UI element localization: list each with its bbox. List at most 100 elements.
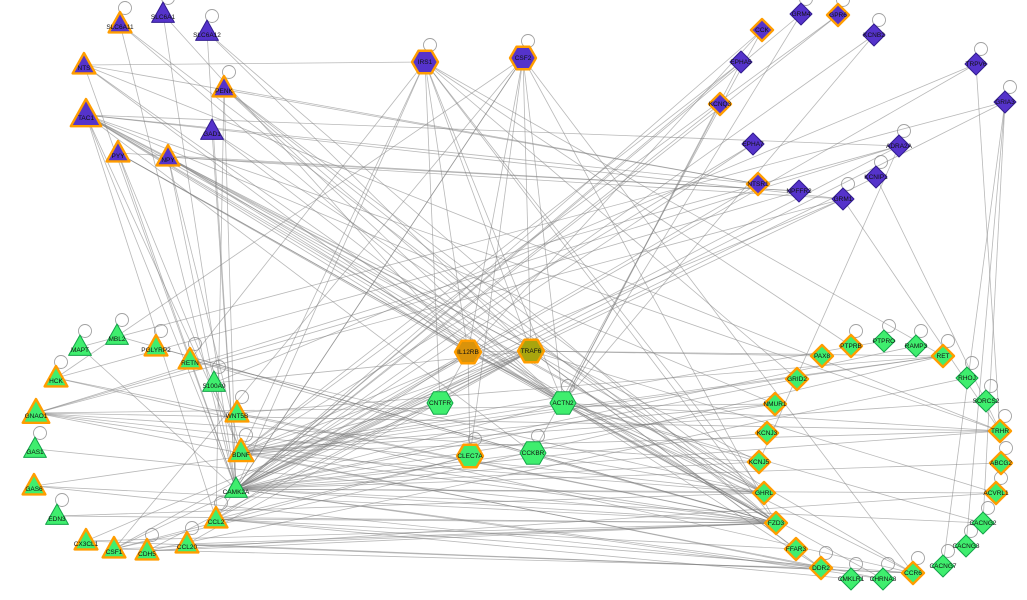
node-cdh5[interactable]: CDH5 xyxy=(134,528,160,561)
node-wnt5b[interactable]: WNT5B xyxy=(224,390,250,423)
node-kcnb2[interactable]: KCNB2 xyxy=(862,13,886,47)
node-acvrl1[interactable]: ACVRL1 xyxy=(983,471,1009,506)
node-traf6[interactable]: TRAF6 xyxy=(516,338,546,364)
node-ret[interactable]: RET xyxy=(930,334,956,369)
node-gpr6[interactable]: GPR6 xyxy=(825,0,851,28)
node-ccl20[interactable]: CCL20 xyxy=(174,521,200,554)
node-csf2[interactable]: CSF2 xyxy=(508,34,538,71)
node-sorcs2[interactable]: SORCS2 xyxy=(973,379,1000,413)
edge xyxy=(235,488,777,524)
node-ccl2[interactable]: CCL2 xyxy=(203,496,229,529)
edge xyxy=(240,61,742,453)
node-tac1[interactable]: TAC1 xyxy=(69,97,103,128)
node-actn2[interactable]: ACTN2 xyxy=(549,379,577,415)
edge xyxy=(85,114,765,494)
node-ccr6[interactable]: CCR6 xyxy=(900,551,926,586)
node-slc6a11[interactable]: SLC6A11 xyxy=(106,1,134,34)
node-kcnj5[interactable]: KCNJ5 xyxy=(746,449,772,475)
node-gas6[interactable]: GAS6 xyxy=(21,472,47,496)
node-cacng7[interactable]: CACNG7 xyxy=(929,544,957,578)
node-camk2a[interactable]: CAMK2A xyxy=(223,476,250,498)
edge xyxy=(522,57,914,574)
triangle-node-shape xyxy=(71,51,97,75)
node-ptpro[interactable]: PTPRO xyxy=(872,319,896,353)
node-mbl2[interactable]: MBL2 xyxy=(105,313,129,345)
node-epha5[interactable]: EPHA5 xyxy=(729,50,753,74)
node-cmklr1[interactable]: CMKLR1 xyxy=(838,557,865,591)
triangle-node-shape xyxy=(143,333,169,357)
edge xyxy=(117,152,237,490)
node-trpv6[interactable]: TRPV6 xyxy=(964,42,988,76)
node-rhoj[interactable]: RHOJ xyxy=(955,356,979,390)
node-fzd3[interactable]: FZD3 xyxy=(763,510,789,536)
node-irs1[interactable]: IRS1 xyxy=(410,38,440,75)
self-loop-icon xyxy=(185,521,199,535)
node-edn3[interactable]: EDN3 xyxy=(45,493,69,525)
node-trhr[interactable]: TRHR xyxy=(987,409,1013,444)
edge xyxy=(35,403,776,414)
edge xyxy=(235,61,426,490)
edge xyxy=(236,355,944,414)
node-nmur1[interactable]: NMUR1 xyxy=(762,391,788,417)
node-npffr2[interactable]: NPFFR2 xyxy=(786,179,812,203)
node-il12rb[interactable]: IL12RB xyxy=(453,339,483,365)
node-grm4[interactable]: GRM4 xyxy=(789,0,813,26)
node-ramp3[interactable]: RAMP3 xyxy=(904,324,928,358)
node-ddr2[interactable]: DDR2 xyxy=(808,546,834,581)
node-gad1[interactable]: GAD1 xyxy=(200,118,224,140)
node-ffar3[interactable]: FFAR3 xyxy=(783,536,809,562)
node-penk[interactable]: PENK xyxy=(211,65,237,98)
node-chrna3[interactable]: CHRNA3 xyxy=(870,557,897,591)
node-grid2[interactable]: GRID2 xyxy=(784,366,810,392)
node-gria3[interactable]: GRIA3 xyxy=(993,80,1017,114)
node-ptprb[interactable]: PTPRB xyxy=(838,324,864,359)
node-pax8[interactable]: PAX8 xyxy=(809,343,835,369)
node-npy[interactable]: NPY xyxy=(155,143,181,167)
node-epha7[interactable]: EPHA7 xyxy=(741,132,765,156)
node-adra2a[interactable]: ADRA2A xyxy=(886,124,913,158)
diamond-node-shape xyxy=(887,134,911,158)
node-mapt[interactable]: MAPT xyxy=(68,324,92,356)
node-nts[interactable]: NTS xyxy=(71,51,97,75)
triangle-node-shape xyxy=(45,503,69,525)
edge xyxy=(235,103,721,490)
node-cacng2[interactable]: CACNG2 xyxy=(969,501,997,535)
node-ntsr1[interactable]: NTSR1 xyxy=(745,171,771,197)
node-kcnip1[interactable]: KCNIP1 xyxy=(864,155,888,189)
node-kcnq3[interactable]: KCNQ3 xyxy=(707,91,733,117)
node-abcg2[interactable]: ABCG2 xyxy=(988,441,1014,476)
edge xyxy=(189,359,765,494)
triangle-node-shape xyxy=(21,397,51,425)
self-loop-icon xyxy=(849,324,863,338)
node-pglyrp2[interactable]: PGLYRP2 xyxy=(141,324,171,357)
node-ghrl[interactable]: GHRL xyxy=(751,480,777,506)
node-kcnj3[interactable]: KCNJ3 xyxy=(754,420,780,446)
self-loop-icon xyxy=(941,544,955,558)
node-pyy[interactable]: PYY xyxy=(105,139,131,163)
node-slc6a1[interactable]: SLC6A1 xyxy=(151,0,176,23)
node-cck[interactable]: CCK xyxy=(749,17,775,43)
node-slc6a12[interactable]: SLC6A12 xyxy=(193,9,221,41)
node-hck[interactable]: HCK xyxy=(43,355,69,388)
node-cx3cl1[interactable]: CX3CL1 xyxy=(73,527,99,551)
triangle-node-shape xyxy=(107,10,133,34)
node-retn[interactable]: RETN xyxy=(177,337,203,370)
edge xyxy=(240,143,754,453)
node-cntfr[interactable]: CNTFR xyxy=(426,391,454,415)
edge xyxy=(35,198,844,414)
edge xyxy=(189,61,426,361)
node-csf1[interactable]: CSF1 xyxy=(101,535,127,559)
node-s100a9[interactable]: S100A9 xyxy=(202,360,226,392)
node-cckbr[interactable]: CCKBR xyxy=(519,429,547,465)
self-loop-icon xyxy=(872,13,886,27)
node-grm1[interactable]: GRM1 xyxy=(831,177,855,211)
node-gas1[interactable]: GAS1 xyxy=(23,426,47,458)
node-gnao1[interactable]: GNAO1 xyxy=(21,397,51,425)
node-cacng3[interactable]: CACNG3 xyxy=(952,524,980,558)
edge xyxy=(235,461,760,490)
node-bdnf[interactable]: BDNF xyxy=(227,428,255,463)
self-loop-icon xyxy=(999,441,1013,455)
node-clec7a[interactable]: CLEC7A xyxy=(455,432,485,469)
